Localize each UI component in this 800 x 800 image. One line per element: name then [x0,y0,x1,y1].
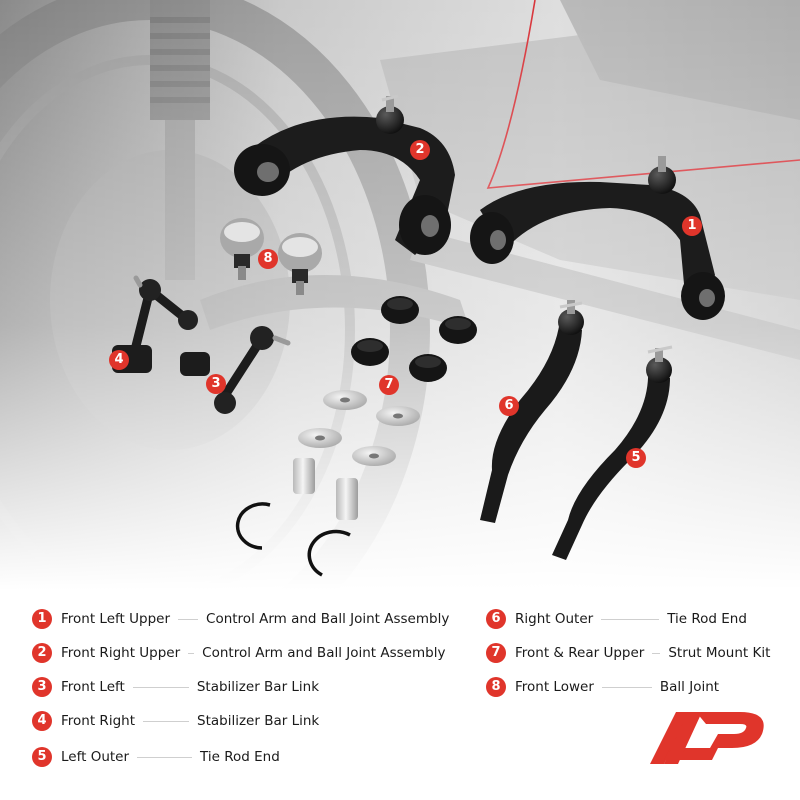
legend-description: Strut Mount Kit [668,645,771,661]
legend-description: Tie Rod End [200,749,280,765]
legend-label: Front Left Upper [61,611,171,627]
legend-label: Front Left [61,679,125,695]
legend-divider [188,652,195,654]
legend-description: Control Arm and Ball Joint Assembly [206,611,450,627]
callout-1: 1 [682,216,702,236]
legend-divider [178,618,199,620]
legend-divider [132,686,189,688]
legend-item-2: 2 Front Right Upper Control Arm and Ball… [32,641,445,665]
product-photo [0,0,800,590]
legend-divider [652,652,661,654]
callout-5: 5 [626,448,646,468]
ball-joint-pair [220,218,322,295]
legend-number: 1 [32,609,52,629]
legend-item-1: 1 Front Left Upper Control Arm and Ball … [32,607,449,631]
legend-description: Stabilizer Bar Link [196,679,320,695]
legend-description: Tie Rod End [667,611,747,627]
legend-number: 5 [32,747,52,767]
legend-label: Right Outer [515,611,594,627]
strut-mount-kit [235,296,477,577]
legend-divider [143,720,189,722]
legend-item-5: 5 Left Outer Tie Rod End [32,745,280,769]
tie-rod-end-left-outer [552,345,673,560]
legend-label: Front & Rear Upper [515,645,645,661]
legend-number: 7 [486,643,506,663]
legend-number: 4 [32,711,52,731]
parts-legend: 1 Front Left Upper Control Arm and Ball … [0,600,800,800]
legend-number: 2 [32,643,52,663]
legend-item-7: 7 Front & Rear Upper Strut Mount Kit [486,641,770,665]
callout-6: 6 [499,396,519,416]
control-arm-front-right-upper [234,94,455,255]
legend-divider [137,756,193,758]
tie-rod-end-right-outer [480,300,584,523]
callout-2: 2 [410,140,430,160]
legend-divider [601,686,652,688]
legend-description: Stabilizer Bar Link [197,713,320,729]
callout-4: 4 [109,350,129,370]
legend-label: Left Outer [61,749,130,765]
legend-item-8: 8 Front Lower Ball Joint [486,675,719,699]
legend-description: Ball Joint [659,679,720,695]
control-arm-front-left-upper [470,156,725,320]
legend-item-4: 4 Front Right Stabilizer Bar Link [32,709,319,733]
legend-label: Front Right Upper [61,645,181,661]
legend-number: 6 [486,609,506,629]
callout-3: 3 [206,374,226,394]
legend-description: Control Arm and Ball Joint Assembly [202,645,446,661]
legend-divider [601,618,660,620]
stabilizer-link-front-left [180,326,291,414]
legend-item-6: 6 Right Outer Tie Rod End [486,607,747,631]
legend-label: Front Lower [515,679,594,695]
callout-7: 7 [379,375,399,395]
legend-number: 8 [486,677,506,697]
callout-8: 8 [258,249,278,269]
brand-logo-icon [650,712,764,764]
legend-number: 3 [32,677,52,697]
legend-label: Front Right [61,713,135,729]
legend-item-3: 3 Front Left Stabilizer Bar Link [32,675,319,699]
